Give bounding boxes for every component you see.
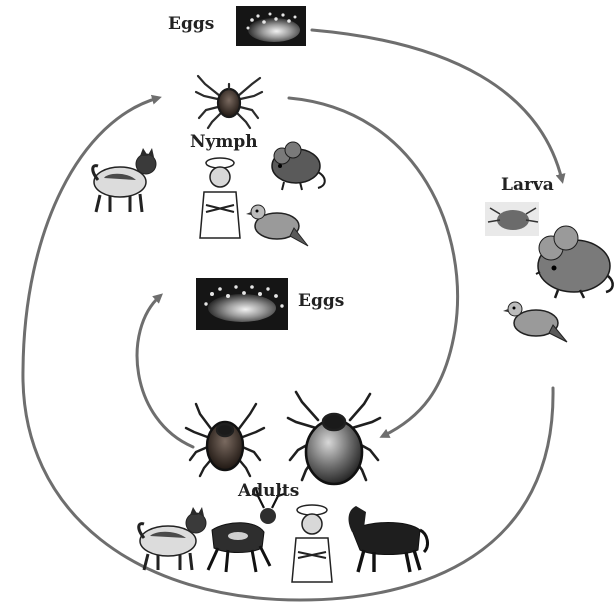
larva-label: Larva bbox=[501, 175, 554, 195]
nymph-host-dog-icon bbox=[93, 148, 156, 212]
larva-host-bird-icon bbox=[503, 302, 567, 342]
larva-tick-icon bbox=[485, 202, 539, 236]
nymph-host-mouse-icon bbox=[272, 142, 325, 190]
adult-host-person-icon bbox=[292, 505, 332, 582]
arrow-adults-to-eggs bbox=[137, 296, 193, 447]
adult-host-dog-icon bbox=[139, 507, 206, 570]
eggs-photo-top-icon bbox=[236, 6, 306, 46]
larva-host-mouse-icon bbox=[536, 226, 613, 298]
adult-tick-large-icon bbox=[288, 392, 380, 484]
nymph-tick-icon bbox=[196, 76, 262, 128]
nymph-host-person-icon bbox=[200, 158, 240, 238]
adult-tick-small-icon bbox=[186, 404, 264, 476]
cycle-arrows bbox=[23, 30, 562, 600]
eggs-photo-middle-icon bbox=[196, 278, 288, 330]
adult-host-horse-icon bbox=[349, 506, 428, 572]
arrow-nymph-to-adults bbox=[289, 98, 458, 436]
arrow-eggs-to-larva bbox=[312, 30, 562, 180]
eggs-middle-label: Eggs bbox=[298, 291, 344, 311]
nymph-label: Nymph bbox=[190, 132, 258, 152]
adults-label: Adults bbox=[238, 481, 299, 501]
eggs-top-label: Eggs bbox=[168, 14, 214, 34]
nymph-host-bird-icon bbox=[246, 205, 308, 246]
